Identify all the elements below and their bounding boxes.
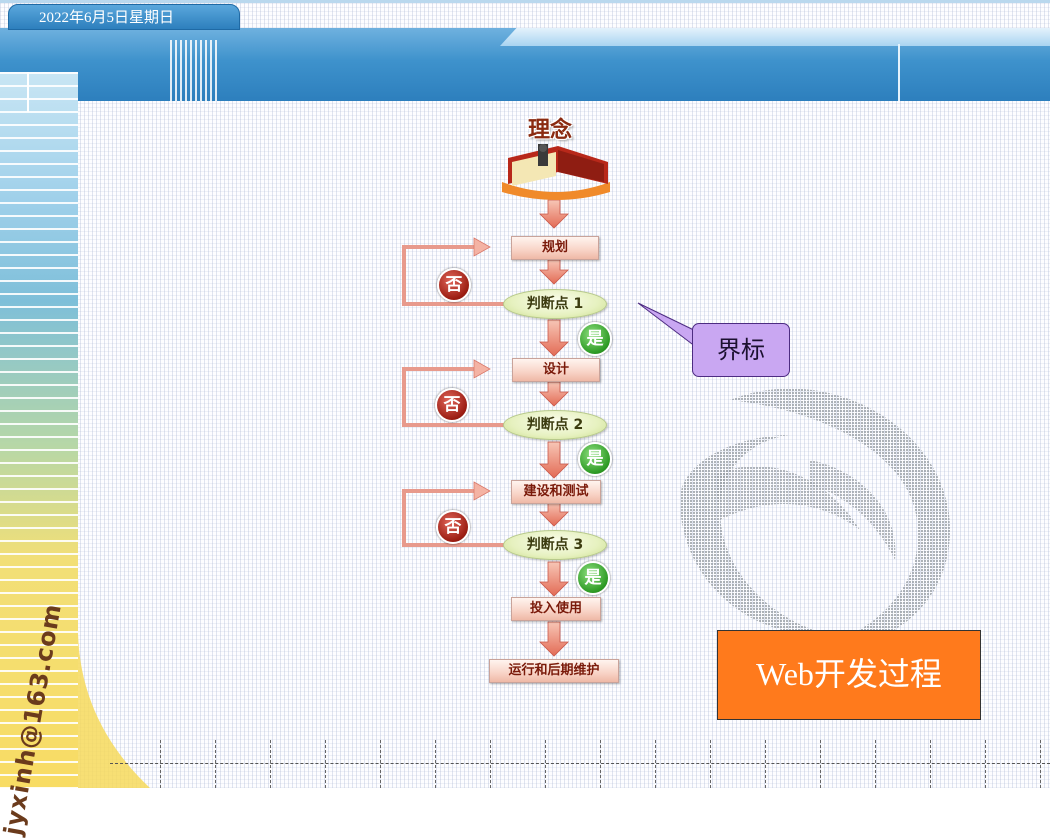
bottom-dashed-line: [110, 763, 1050, 764]
no-badge: 否: [437, 268, 471, 302]
dashed-guide: [490, 740, 491, 788]
step-build-and-test: 建设和测试: [511, 480, 601, 504]
slide-title-box: Web开发过程: [717, 630, 981, 720]
header-highlight: [500, 28, 1050, 46]
book-icon: [502, 144, 610, 200]
yes-badge: 是: [578, 322, 612, 356]
dashed-guide: [930, 740, 931, 788]
concept-title: 理念: [527, 118, 572, 143]
left-strip-lines: [0, 72, 78, 788]
step-deployment: 投入使用: [511, 597, 601, 621]
dashed-guide: [1040, 740, 1041, 788]
top-border: [0, 0, 1050, 3]
dashed-guide: [270, 740, 271, 788]
left-strip-curve: [27, 72, 150, 788]
yes-badge: 是: [578, 442, 612, 476]
no-badge: 否: [436, 510, 470, 544]
dashed-guide: [215, 740, 216, 788]
slide-background: [0, 0, 1050, 788]
dashed-guide: [820, 740, 821, 788]
dashed-guide: [655, 740, 656, 788]
step-operation-maintenance: 运行和后期维护: [489, 659, 619, 683]
no-badge: 否: [435, 388, 469, 422]
date-tab: 2022年6月5日星期日: [8, 4, 240, 30]
dashed-guide: [435, 740, 436, 788]
dashed-guide: [325, 740, 326, 788]
step-design: 设计: [512, 358, 600, 382]
dashed-guide: [545, 740, 546, 788]
header-frame-line: [898, 44, 900, 101]
step-planning: 规划: [511, 236, 599, 260]
milestone-callout: 界标: [692, 323, 790, 377]
watermark-logo-icon: [680, 388, 950, 651]
dashed-guide: [710, 740, 711, 788]
dashed-guide: [380, 740, 381, 788]
header-stripes: [170, 40, 220, 101]
dashed-guide: [160, 740, 161, 788]
dashed-guide: [985, 740, 986, 788]
dashed-guide: [600, 740, 601, 788]
decision-point-1: 判断点 1: [503, 289, 607, 319]
dashed-guide: [765, 740, 766, 788]
dashed-guide: [875, 740, 876, 788]
decision-point-2: 判断点 2: [503, 410, 607, 440]
decision-point-3: 判断点 3: [503, 530, 607, 560]
yes-badge: 是: [576, 561, 610, 595]
